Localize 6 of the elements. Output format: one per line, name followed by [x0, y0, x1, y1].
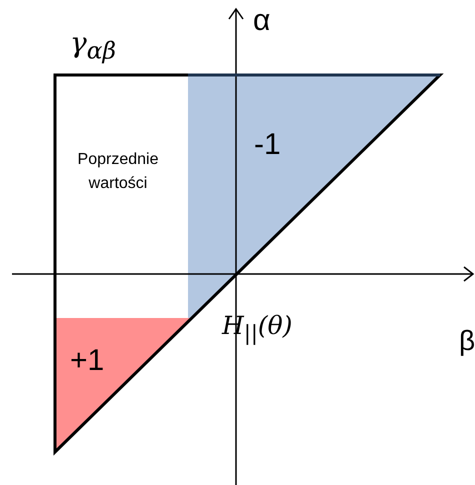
alpha-axis-label: α [253, 4, 270, 37]
region-value: +1 [70, 344, 104, 377]
region-caption: Poprzednie wartości [76, 150, 160, 194]
beta-axis-label: β [459, 326, 475, 357]
gamma-label: γ$_{αβ}$ [70, 28, 116, 64]
region-value: -1 [254, 128, 281, 161]
